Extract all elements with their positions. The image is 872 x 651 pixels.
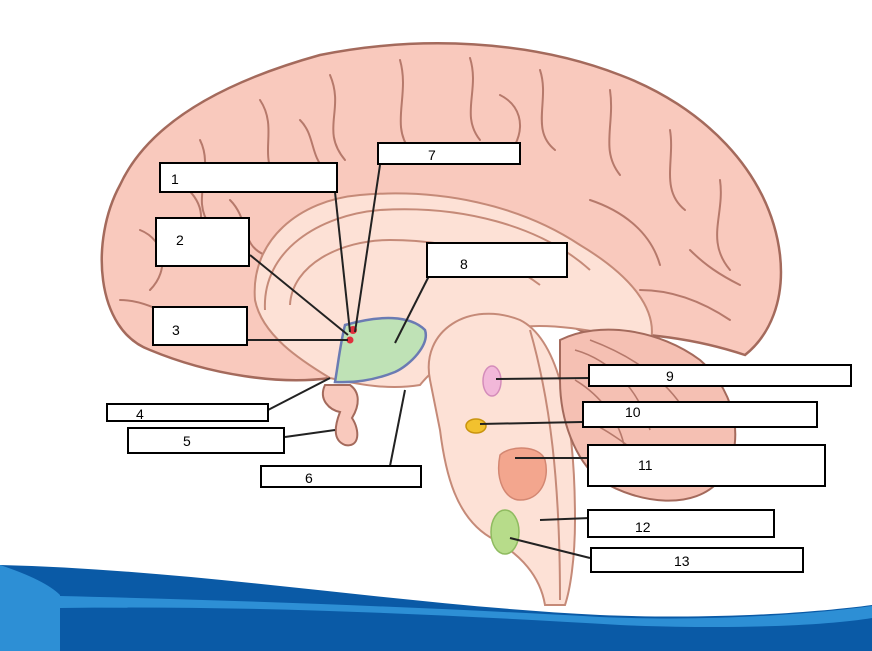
label-box-5[interactable]: 5 <box>127 427 285 454</box>
label-text-13: 13 <box>674 553 690 569</box>
label-text-11: 11 <box>638 457 653 473</box>
thalamus-region <box>333 316 428 384</box>
salmon-spot <box>498 447 547 501</box>
label-box-4[interactable]: 4 <box>106 403 269 422</box>
label-box-12[interactable]: 12 <box>587 509 775 538</box>
bottom-wave-light <box>0 565 60 651</box>
label-text-6: 6 <box>305 470 313 486</box>
label-box-9[interactable]: 9 <box>588 364 852 387</box>
label-box-1[interactable]: 1 <box>159 162 338 193</box>
label-text-2: 2 <box>176 232 184 248</box>
red-dot-lower <box>346 336 354 344</box>
label-text-4: 4 <box>136 406 144 422</box>
label-box-11[interactable]: 11 <box>587 444 826 487</box>
label-text-8: 8 <box>460 256 468 272</box>
pink-spot <box>482 365 502 397</box>
label-text-7: 7 <box>428 147 436 163</box>
label-text-5: 5 <box>183 433 191 449</box>
label-text-9: 9 <box>666 368 674 384</box>
label-box-13[interactable]: 13 <box>590 547 804 573</box>
label-box-6[interactable]: 6 <box>260 465 422 488</box>
green-spot <box>490 509 520 555</box>
yellow-spot <box>465 418 487 434</box>
label-box-2[interactable]: 2 <box>155 217 250 267</box>
label-box-10[interactable]: 10 <box>582 401 818 428</box>
bottom-wave-dark <box>0 565 872 651</box>
label-box-7[interactable]: 7 <box>377 142 521 165</box>
label-box-3[interactable]: 3 <box>152 306 248 346</box>
pituitary-gland <box>321 384 359 447</box>
label-text-10: 10 <box>625 404 641 420</box>
label-text-12: 12 <box>635 519 651 535</box>
label-text-3: 3 <box>172 322 180 338</box>
corpus-callosum <box>263 208 591 311</box>
leader-lines <box>248 164 591 559</box>
label-box-8[interactable]: 8 <box>426 242 568 278</box>
label-text-1: 1 <box>171 171 179 187</box>
